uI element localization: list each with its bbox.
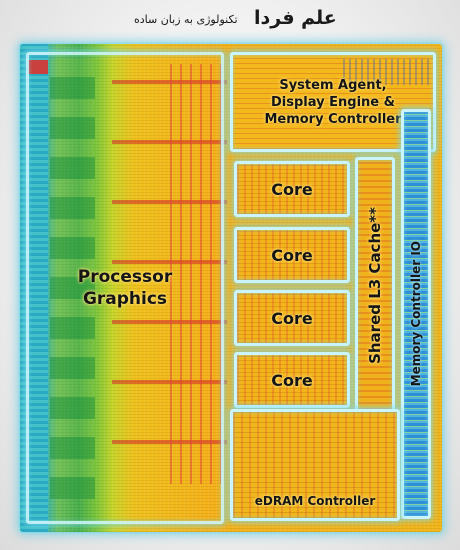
core-block: Core [234,352,350,408]
cpu-die-diagram: Processor Graphics System Agent, Display… [20,44,442,532]
edram-controller-label: eDRAM Controller [254,494,376,508]
core-label: Core [271,179,313,199]
shared-l3-cache-block: Shared L3 Cache** [355,157,395,413]
memory-controller-io-label: Memory Controller IO [409,241,423,387]
header: علم فردا تکنولوژی به زبان ساده [0,0,460,44]
system-agent-block: System Agent, Display Engine & Memory Co… [230,52,436,152]
core-label: Core [271,370,313,390]
system-agent-label: System Agent, Display Engine & Memory Co… [264,77,402,127]
core-block: Core [234,227,350,283]
processor-graphics-block: Processor Graphics [26,52,224,524]
processor-graphics-label: Processor Graphics [77,267,173,309]
core-label: Core [271,308,313,328]
core-label: Core [271,245,313,265]
brand-logo-text: علم فردا [254,7,337,29]
memory-controller-io-block: Memory Controller IO [401,109,431,519]
brand-tagline: تکنولوژی به زبان ساده [134,13,238,26]
l3-cache-label: Shared L3 Cache** [366,206,384,364]
core-block: Core [234,290,350,346]
core-block: Core [234,161,350,217]
edram-controller-block: eDRAM Controller [230,409,400,521]
